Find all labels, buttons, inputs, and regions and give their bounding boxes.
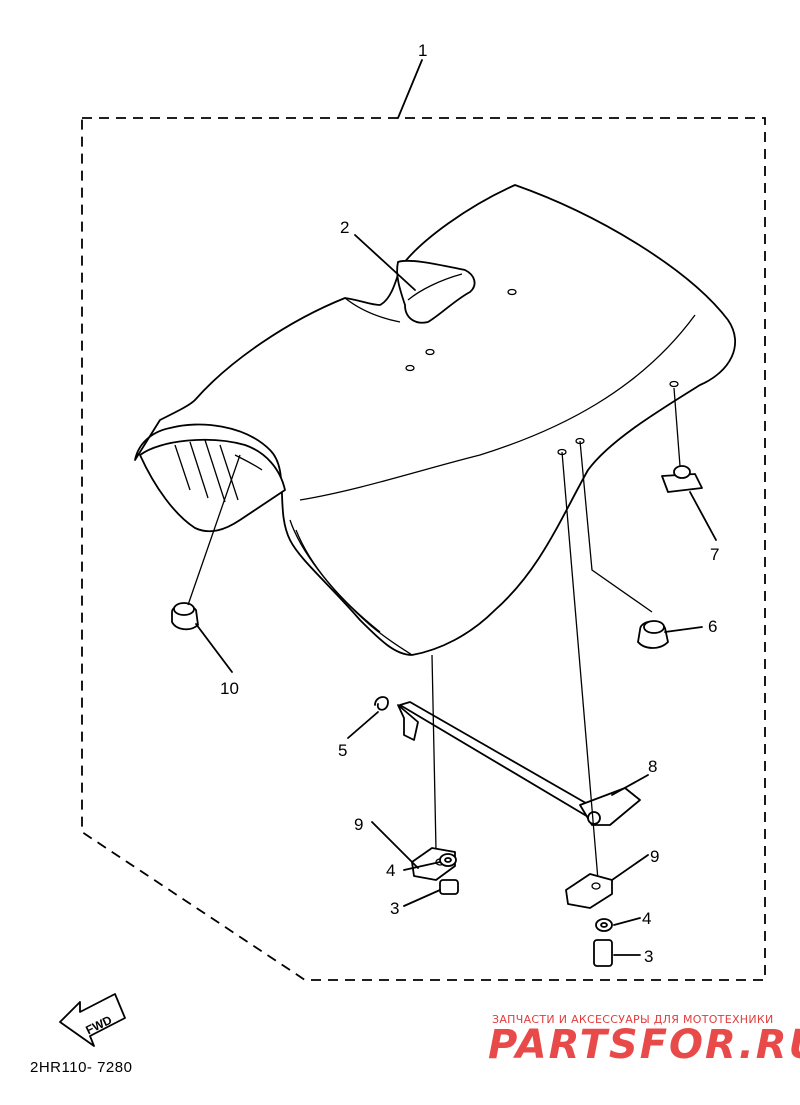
part-10-damper: [171, 454, 241, 673]
label-part-9-right: 9: [650, 847, 659, 866]
label-part-4-left: 4: [386, 861, 395, 880]
part-9-bracket-left: [371, 821, 456, 881]
part-6-damper: [579, 440, 703, 649]
part-4-washer-right: [595, 917, 641, 932]
label-part-8: 8: [648, 757, 657, 776]
part-3-bolt-right: [593, 939, 641, 967]
seat: [134, 184, 737, 656]
label-part-2: 2: [340, 218, 349, 237]
leader-1: [397, 59, 423, 119]
label-part-9-left: 9: [354, 815, 363, 834]
part-5-spring-clip: [347, 696, 389, 739]
part-7-nut: [661, 387, 717, 541]
label-part-3-right: 3: [644, 947, 653, 966]
label-part-4-right: 4: [642, 909, 651, 928]
label-part-1: 1: [418, 41, 427, 60]
part-3-bolt-left: [403, 879, 459, 907]
assembly-boundary: [81, 117, 766, 981]
forward-arrow-icon: FWD: [59, 993, 126, 1047]
watermark-tagline: ЗАПЧАСТИ И АКСЕССУАРЫ ДЛЯ МОТОТЕХНИКИ: [492, 1013, 774, 1026]
part-8-hinge-rod: [397, 701, 649, 826]
part-2-strap: [354, 234, 476, 324]
part-9-bracket-right: [565, 854, 649, 909]
part-4-washer-left: [403, 853, 457, 871]
label-part-6: 6: [708, 617, 717, 636]
diagram-code: 2HR110- 7280: [30, 1059, 132, 1076]
label-part-10: 10: [220, 679, 239, 698]
label-part-7: 7: [710, 545, 719, 564]
label-part-5: 5: [338, 741, 347, 760]
label-part-3-left: 3: [390, 899, 399, 918]
watermark-logo: PARTSFOR.RU: [488, 1022, 800, 1068]
